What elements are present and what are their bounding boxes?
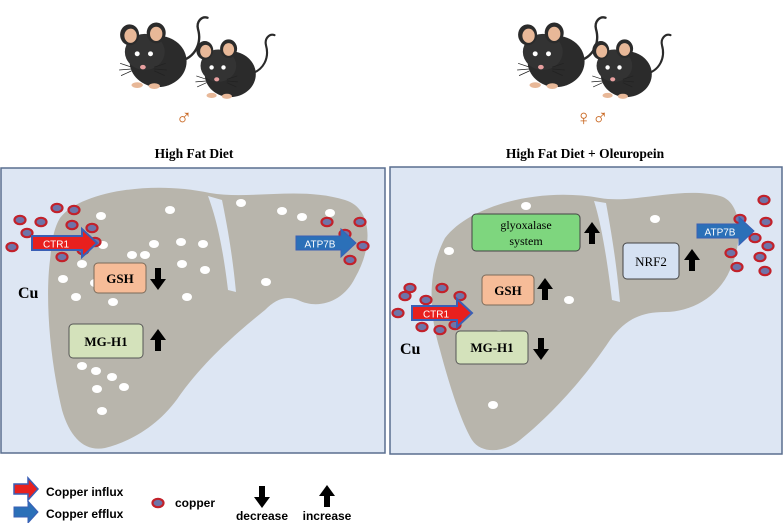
efflux-legend-arrow xyxy=(13,499,39,523)
mgh1-box: MG-H1 xyxy=(68,323,144,359)
ctr1-influx-arrow: CTR1 xyxy=(411,296,474,330)
atp7b-efflux-arrow: ATP7B xyxy=(696,215,755,247)
left-panel: CTR1 ATP7B Cu GSH MG-H1 xyxy=(0,167,386,454)
ctr1-label: CTR1 xyxy=(43,240,70,251)
atp7b-efflux-arrow: ATP7B xyxy=(295,227,357,259)
nrf2-label: NRF2 xyxy=(635,254,667,269)
decrease-legend-label: decrease xyxy=(236,509,288,523)
decrease-legend-icon xyxy=(254,486,270,508)
increase-legend-icon xyxy=(319,485,335,507)
copper-legend-label: copper xyxy=(175,496,215,510)
cu-label: Cu xyxy=(18,285,39,302)
mouse-icon xyxy=(515,16,607,91)
female-male-symbols: ♀♂ xyxy=(576,105,609,130)
right-panel-title: High Fat Diet + Oleuropein xyxy=(506,146,665,161)
gsh-label: GSH xyxy=(494,283,521,298)
mouse-icon xyxy=(590,33,672,100)
gsh-box: GSH xyxy=(481,274,535,306)
mouse-icon xyxy=(194,33,276,100)
mgh1-label: MG-H1 xyxy=(84,334,127,349)
gsh-label: GSH xyxy=(106,271,133,286)
efflux-legend-label: Copper efflux xyxy=(46,507,124,521)
glyoxalase-label-line2: system xyxy=(509,234,543,248)
influx-legend-label: Copper influx xyxy=(46,485,124,499)
mgh1-label: MG-H1 xyxy=(470,340,513,355)
ctr1-label: CTR1 xyxy=(423,310,450,321)
glyoxalase-box: glyoxalase system xyxy=(471,213,581,252)
gsh-box: GSH xyxy=(93,262,147,294)
mouse-icon xyxy=(117,16,209,91)
increase-legend-label: increase xyxy=(303,509,352,523)
ctr1-influx-arrow: CTR1 xyxy=(31,226,99,260)
left-panel-title: High Fat Diet xyxy=(155,146,234,161)
male-symbol-icon: ♂ xyxy=(176,105,193,130)
influx-legend-arrow xyxy=(13,476,40,502)
glyoxalase-label-line1: glyoxalase xyxy=(500,218,551,232)
legend: Copper influx Copper efflux copper decre… xyxy=(13,476,352,523)
mgh1-box: MG-H1 xyxy=(455,330,529,365)
cu-label: Cu xyxy=(400,341,421,358)
atp7b-label: ATP7B xyxy=(305,240,336,251)
right-panel: CTR1 ATP7B Cu glyoxalase system NRF2 GSH xyxy=(389,166,783,455)
atp7b-label: ATP7B xyxy=(705,228,736,239)
copper-legend-icon xyxy=(151,497,165,509)
nrf2-box: NRF2 xyxy=(622,242,680,280)
